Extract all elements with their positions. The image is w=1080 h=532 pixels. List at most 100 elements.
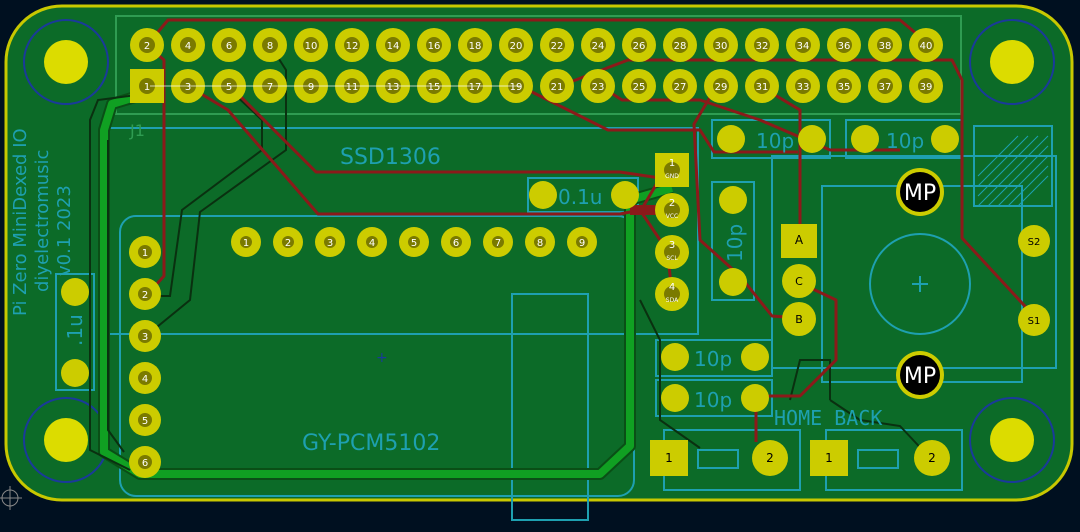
encoder-pin-b[interactable] (782, 302, 816, 336)
svg-text:SDA: SDA (666, 297, 679, 304)
header-pin-top: 26 (622, 28, 656, 62)
header-pin-number: 23 (592, 82, 605, 93)
cap-c2-pad-1[interactable] (851, 125, 879, 153)
cap-c2-pad-2[interactable] (931, 125, 959, 153)
header-pin-top: 20 (499, 28, 533, 62)
button-home-pin-2[interactable] (752, 440, 788, 476)
rotary-encoder: MP MP A C B S2 S1 (781, 168, 1050, 399)
header-pin-number: 13 (387, 82, 400, 93)
dac-left-pin: 4 (129, 362, 161, 394)
cap-c5-pad-1[interactable] (661, 384, 689, 412)
mounting-hole-tl (23, 19, 109, 105)
dac-pin-number: 6 (142, 458, 148, 469)
header-pin-bottom: 31 (745, 69, 779, 103)
dac-pin-number: 4 (142, 374, 148, 385)
cap-dac-pad-1[interactable] (61, 278, 89, 306)
encoder-pin-c[interactable] (782, 264, 816, 298)
cap-dac-value: .1u (63, 314, 87, 346)
button-back-pin-1[interactable] (810, 440, 848, 476)
cap-c3-pad-2[interactable] (719, 268, 747, 296)
header-pin-top: 2 (130, 28, 164, 62)
svg-text:3: 3 (669, 240, 675, 251)
dac-outline (119, 215, 635, 497)
header-pin-number: 40 (920, 41, 933, 52)
header-pin-bottom: 39 (909, 69, 943, 103)
button-back-pin-2[interactable] (914, 440, 950, 476)
cap-oled-pad-1[interactable] (529, 181, 557, 209)
cap-c4-value: 10p (694, 347, 732, 371)
cap-c4-pad-2[interactable] (741, 343, 769, 371)
cap-c1-pad-2[interactable] (798, 125, 826, 153)
header-pin-top: 22 (540, 28, 574, 62)
dac-left-pin: 2 (129, 278, 161, 310)
cap-oled-pad-2[interactable] (611, 181, 639, 209)
header-pin-bottom: 23 (581, 69, 615, 103)
cap-c5-pad-2[interactable] (741, 384, 769, 412)
header-pin-top: 30 (704, 28, 738, 62)
header-pin-number: 12 (346, 41, 359, 52)
header-pin-bottom: 27 (663, 69, 697, 103)
header-pin-number: 11 (346, 82, 359, 93)
encoder-pin-s2[interactable] (1018, 225, 1050, 257)
svg-text:B: B (795, 313, 803, 326)
buttons: HOME BACK 1 2 1 2 (650, 406, 950, 476)
svg-text:C: C (795, 275, 803, 288)
header-pin-number: 2 (144, 41, 150, 52)
svg-text:A: A (795, 233, 804, 247)
cap-dac-pad-2[interactable] (61, 359, 89, 387)
header-pin-number: 37 (879, 82, 892, 93)
header-courtyard (115, 15, 962, 115)
dac-top-pin: 6 (441, 227, 471, 257)
oled-connector: 1 GND 2 VCC 3 SCL 4 SDA (655, 153, 689, 311)
dac-top-pin: 2 (273, 227, 303, 257)
cap-c4-pad-1[interactable] (661, 343, 689, 371)
header-pin-top: 16 (417, 28, 451, 62)
header-pin-number: 35 (838, 82, 851, 93)
header-pin-number: 30 (715, 41, 728, 52)
board-author: diyelectromusic (32, 150, 53, 292)
dac-left-pin: 5 (129, 404, 161, 436)
dac-top-pin: 9 (567, 227, 597, 257)
header-pin-number: 28 (674, 41, 687, 52)
header-pin-number: 38 (879, 41, 892, 52)
header-pin-number: 5 (226, 82, 232, 93)
header-pin-number: 24 (592, 41, 605, 52)
header-pin-top: 8 (253, 28, 287, 62)
capacitors: 0.1u .1u 10p 10p 10p 10p (61, 125, 959, 412)
cap-c3: 10p (719, 186, 747, 296)
cap-c2-value: 10p (886, 129, 924, 153)
origin-marker (0, 486, 22, 510)
header-pin-top: 4 (171, 28, 205, 62)
header-pin-bottom: 1 (130, 69, 164, 103)
dac-label: GY-PCM5102 (302, 431, 440, 456)
header-pin-number: 22 (551, 41, 564, 52)
dac-pin-number: 8 (537, 238, 543, 249)
encoder-mount-label-bottom: MP (904, 364, 936, 389)
header-pin-bottom: 21 (540, 69, 574, 103)
header-pin-number: 32 (756, 41, 769, 52)
header-pin-bottom: 33 (786, 69, 820, 103)
dac-pin-number: 7 (495, 238, 501, 249)
bottom-thin-traces (89, 44, 931, 471)
encoder-shaft (869, 233, 971, 335)
svg-text:2: 2 (669, 198, 675, 209)
svg-text:1: 1 (825, 451, 833, 465)
header-pin-top: 24 (581, 28, 615, 62)
dac-pin-number: 5 (411, 238, 417, 249)
header-pin-top: 40 (909, 28, 943, 62)
c4-outline (655, 339, 773, 377)
dac-connector-outline (511, 293, 589, 521)
cap-c1-pad-1[interactable] (717, 125, 745, 153)
button-home-pin-1[interactable] (650, 440, 688, 476)
header-pin-number: 25 (633, 82, 646, 93)
header-pin-number: 33 (797, 82, 810, 93)
encoder-pin-s1[interactable] (1018, 304, 1050, 336)
encoder-pin-a[interactable] (781, 224, 817, 258)
cap-dac: .1u (61, 278, 89, 387)
dac-pin-number: 2 (285, 238, 291, 249)
cap-c3-pad-1[interactable] (719, 186, 747, 214)
svg-text:S1: S1 (1028, 316, 1041, 327)
